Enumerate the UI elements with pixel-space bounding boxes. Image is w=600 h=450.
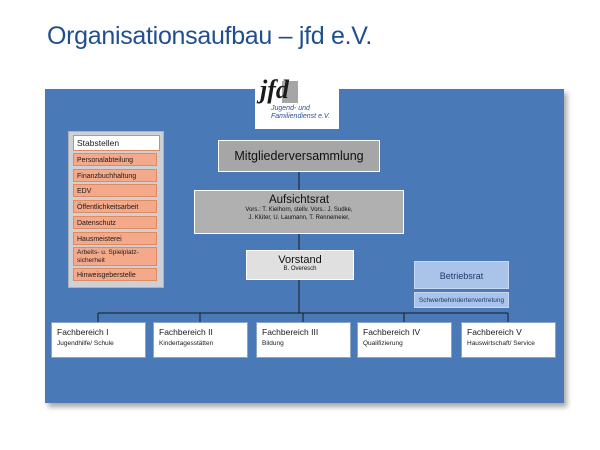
fachbereich-3-desc: Bildung <box>262 340 284 347</box>
logo-line1: Jugend- und <box>271 105 310 112</box>
stab-item-hinweisgeberstelle: Hinweisgeberstelle <box>73 268 157 281</box>
fachbereich-3-name: Fachbereich III <box>262 327 319 337</box>
fachbereich-1-box: Fachbereich I Jugendhilfe/ Schule <box>51 322 146 358</box>
aufsichtsrat-box: Aufsichtsrat Vors.: T. Kielhorn, stellv.… <box>194 190 404 234</box>
schwerbehindertenvertretung-box: Schwerbehindertenvertretung <box>414 292 509 308</box>
fachbereich-1-desc: Jugendhilfe/ Schule <box>57 340 114 347</box>
logo-subtitle: Jugend- und Familiendienst e.V. <box>271 105 330 121</box>
aufsichtsrat-line1: Vors.: T. Kielhorn, stellv. Vors.: J. Su… <box>245 207 353 213</box>
fachbereich-2-desc: Kindertagesstätten <box>159 340 214 347</box>
fachbereich-3-box: Fachbereich III Bildung <box>256 322 351 358</box>
stab-item-personalabteilung: Personalabteilung <box>73 153 157 166</box>
stab-item-hausmeisterei: Hausmeisterei <box>73 232 157 245</box>
fachbereich-4-name: Fachbereich IV <box>363 327 421 337</box>
vorstand-box: Vorstand B. Overesch <box>246 250 354 280</box>
vorstand-title: Vorstand <box>278 254 322 266</box>
fachbereich-5-name: Fachbereich V <box>467 327 522 337</box>
aufsichtsrat-title: Aufsichtsrat <box>268 194 330 206</box>
stab-item-oeffentlichkeitsarbeit: Öffentlichkeitsarbeit <box>73 200 157 213</box>
stab-item-spielplatzsicherheit: Arbeits- u. Spielplatz- sicherheit <box>73 247 157 266</box>
fachbereich-2-name: Fachbereich II <box>159 327 213 337</box>
page-title: Organisationsaufbau – jfd e.V. <box>47 22 373 50</box>
mitgliederversammlung-box: Mitgliederversammlung <box>218 140 380 172</box>
fachbereich-1-name: Fachbereich I <box>57 327 109 337</box>
fachbereich-5-box: Fachbereich V Hauswirtschaft/ Service <box>461 322 556 358</box>
fachbereich-5-desc: Hauswirtschaft/ Service <box>467 340 535 347</box>
fachbereich-2-box: Fachbereich II Kindertagesstätten <box>153 322 248 358</box>
logo-mark: jfd <box>260 75 289 104</box>
stab-item-finanzbuchhaltung: Finanzbuchhaltung <box>73 169 157 182</box>
fachbereich-4-desc: Qualifizierung <box>363 340 403 347</box>
stab-item-datenschutz: Datenschutz <box>73 216 157 229</box>
betriebsrat-box: Betriebsrat <box>414 261 509 289</box>
logo-line2: Familiendienst e.V. <box>271 113 331 120</box>
stabstellen-heading: Stabstellen <box>73 135 160 151</box>
fachbereich-4-box: Fachbereich IV Qualifizierung <box>357 322 452 358</box>
jfd-logo: jfd Jugend- und Familiendienst e.V. <box>255 75 339 129</box>
logo-gray-block <box>282 81 298 103</box>
stab-item-edv: EDV <box>73 184 157 197</box>
aufsichtsrat-line2: J. Klüter, U. Laumann, T. Rennemeier, <box>248 215 350 221</box>
vorstand-name: B. Overesch <box>283 266 317 272</box>
